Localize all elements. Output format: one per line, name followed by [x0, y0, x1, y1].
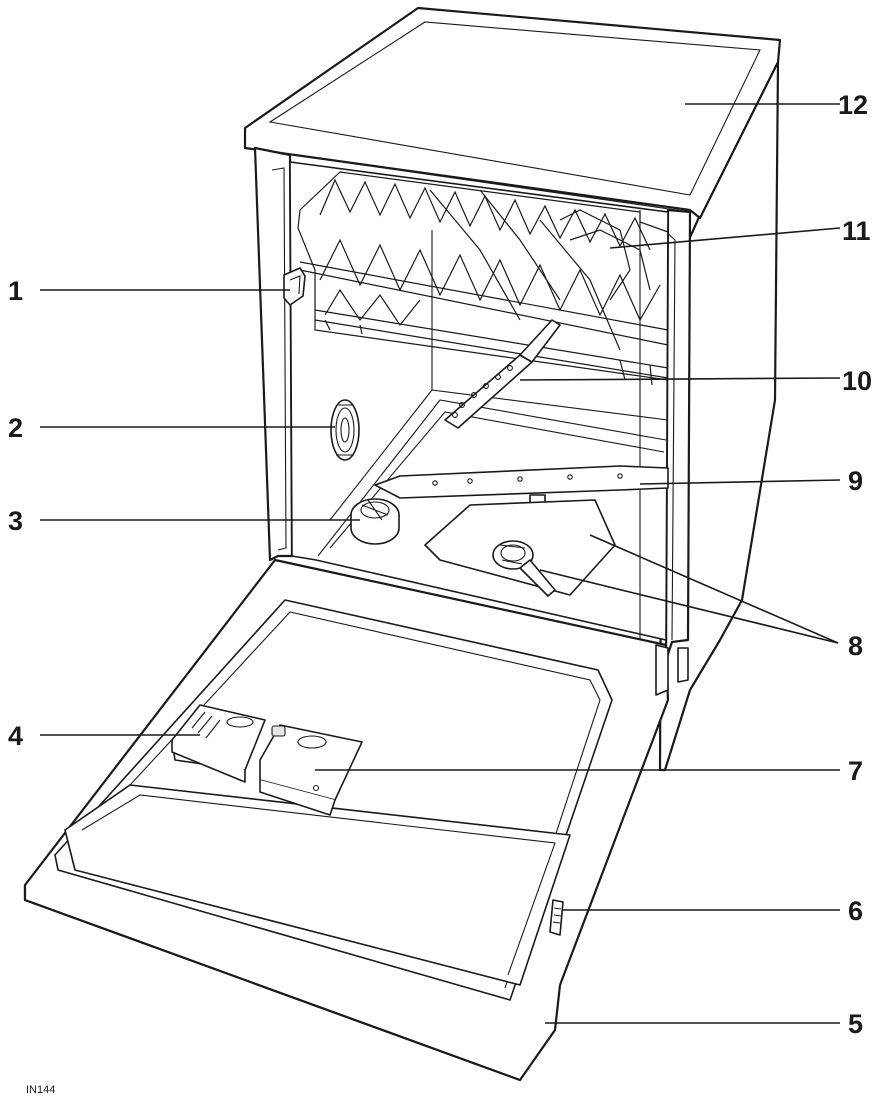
figure-code: IN144: [26, 1084, 55, 1096]
callout-5: 5: [848, 1009, 863, 1039]
salt-container-cap: [350, 498, 400, 545]
callout-10: 10: [842, 366, 872, 396]
callout-leaders: [40, 103, 841, 1024]
worktop: [243, 6, 782, 220]
filter-assembly: [424, 499, 616, 597]
upper-basket: [297, 171, 669, 386]
callout-labels: 1 2 3 4 5 6 7 8 9 10 11 12: [8, 90, 872, 1039]
upper-spray-arm: [444, 319, 561, 429]
callout-12: 12: [838, 90, 868, 120]
callout-1: 1: [8, 276, 23, 306]
open-door: [23, 558, 670, 1082]
rinse-aid-indicator: [330, 399, 360, 461]
callout-4: 4: [8, 721, 23, 751]
basket-runner-stop: [283, 267, 306, 306]
callout-9: 9: [848, 466, 863, 496]
callout-3: 3: [8, 506, 23, 536]
callout-11: 11: [842, 216, 871, 246]
detergent-dispenser: [171, 704, 266, 783]
callout-2: 2: [8, 413, 23, 443]
callout-6: 6: [848, 896, 863, 926]
callout-8: 8: [848, 631, 863, 661]
rating-plate: [549, 899, 564, 936]
callout-7: 7: [848, 756, 863, 786]
rinse-aid-dispenser: [259, 724, 363, 816]
